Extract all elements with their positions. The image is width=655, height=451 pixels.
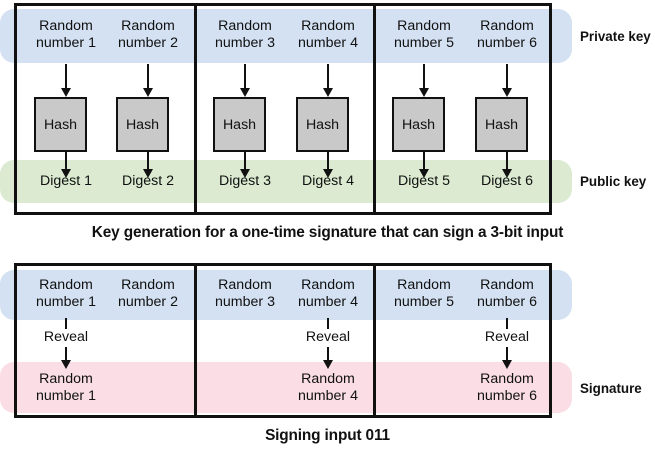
signing-divider-2 bbox=[373, 263, 376, 418]
label-private-key: Private key bbox=[580, 29, 651, 44]
signing-panel bbox=[14, 263, 552, 418]
signing-arrow-6 bbox=[487, 347, 527, 370]
keygen-digest-3: Digest 3 bbox=[218, 173, 272, 189]
label-signature: Signature bbox=[580, 381, 642, 396]
keygen-arrow-down-4 bbox=[308, 64, 348, 97]
keygen-hash-box-6: Hash bbox=[475, 97, 528, 152]
public-key-band bbox=[0, 160, 572, 203]
signing-private-band bbox=[0, 270, 572, 320]
keygen-digest-6: Digest 6 bbox=[480, 173, 534, 189]
signing-random-5: Random number 5 bbox=[394, 277, 454, 310]
signing-arrow-1 bbox=[46, 347, 86, 370]
keygen-panel bbox=[14, 3, 552, 215]
keygen-hash-box-1: Hash bbox=[34, 97, 87, 152]
label-public-key: Public key bbox=[580, 174, 647, 189]
keygen-arrow-digest-2 bbox=[128, 152, 168, 178]
keygen-digest-1: Digest 1 bbox=[39, 173, 93, 189]
keygen-arrow-down-6 bbox=[487, 64, 527, 97]
keygen-caption: Key generation for a one-time signature … bbox=[91, 224, 564, 241]
keygen-arrow-digest-3 bbox=[225, 152, 265, 178]
keygen-arrow-down-3 bbox=[225, 64, 265, 97]
signing-reveal-label-6: Reveal bbox=[484, 329, 530, 345]
keygen-digest-4: Digest 4 bbox=[301, 173, 355, 189]
signing-random-2: Random number 2 bbox=[118, 277, 178, 310]
signature-band bbox=[0, 362, 572, 413]
keygen-arrow-down-1 bbox=[46, 64, 86, 97]
signing-random-4: Random number 4 bbox=[298, 277, 358, 310]
keygen-hash-box-2: Hash bbox=[116, 97, 169, 152]
keygen-arrow-digest-5 bbox=[404, 152, 444, 178]
signing-reveal-label-4: Reveal bbox=[305, 329, 351, 345]
signing-signature-1: Random number 1 bbox=[36, 371, 96, 404]
keygen-arrow-down-5 bbox=[404, 64, 444, 97]
keygen-random-2: Random number 2 bbox=[118, 18, 178, 51]
keygen-divider-1 bbox=[194, 3, 197, 215]
keygen-hash-box-3: Hash bbox=[213, 97, 266, 152]
keygen-random-5: Random number 5 bbox=[394, 18, 454, 51]
keygen-arrow-digest-6 bbox=[487, 152, 527, 178]
keygen-random-4: Random number 4 bbox=[298, 18, 358, 51]
signing-connector-4 bbox=[326, 318, 330, 329]
signing-random-6: Random number 6 bbox=[477, 277, 537, 310]
signing-caption: Signing input 011 bbox=[265, 427, 390, 444]
keygen-digest-5: Digest 5 bbox=[397, 173, 451, 189]
keygen-arrow-down-2 bbox=[128, 64, 168, 97]
signing-arrow-4 bbox=[308, 347, 348, 370]
signing-signature-6: Random number 6 bbox=[477, 371, 537, 404]
signing-divider-1 bbox=[194, 263, 197, 418]
private-key-band bbox=[0, 9, 572, 63]
keygen-random-6: Random number 6 bbox=[477, 18, 537, 51]
keygen-digest-2: Digest 2 bbox=[121, 173, 175, 189]
signing-random-1: Random number 1 bbox=[36, 277, 96, 310]
keygen-hash-box-5: Hash bbox=[392, 97, 445, 152]
keygen-arrow-digest-4 bbox=[308, 152, 348, 178]
signing-connector-1 bbox=[64, 318, 68, 329]
signing-connector-6 bbox=[505, 318, 509, 329]
signing-signature-4: Random number 4 bbox=[298, 371, 358, 404]
keygen-random-3: Random number 3 bbox=[215, 18, 275, 51]
keygen-divider-2 bbox=[373, 3, 376, 215]
keygen-arrow-digest-1 bbox=[46, 152, 86, 178]
keygen-hash-box-4: Hash bbox=[296, 97, 349, 152]
keygen-random-1: Random number 1 bbox=[36, 18, 96, 51]
signing-reveal-label-1: Reveal bbox=[43, 329, 89, 345]
signing-random-3: Random number 3 bbox=[215, 277, 275, 310]
